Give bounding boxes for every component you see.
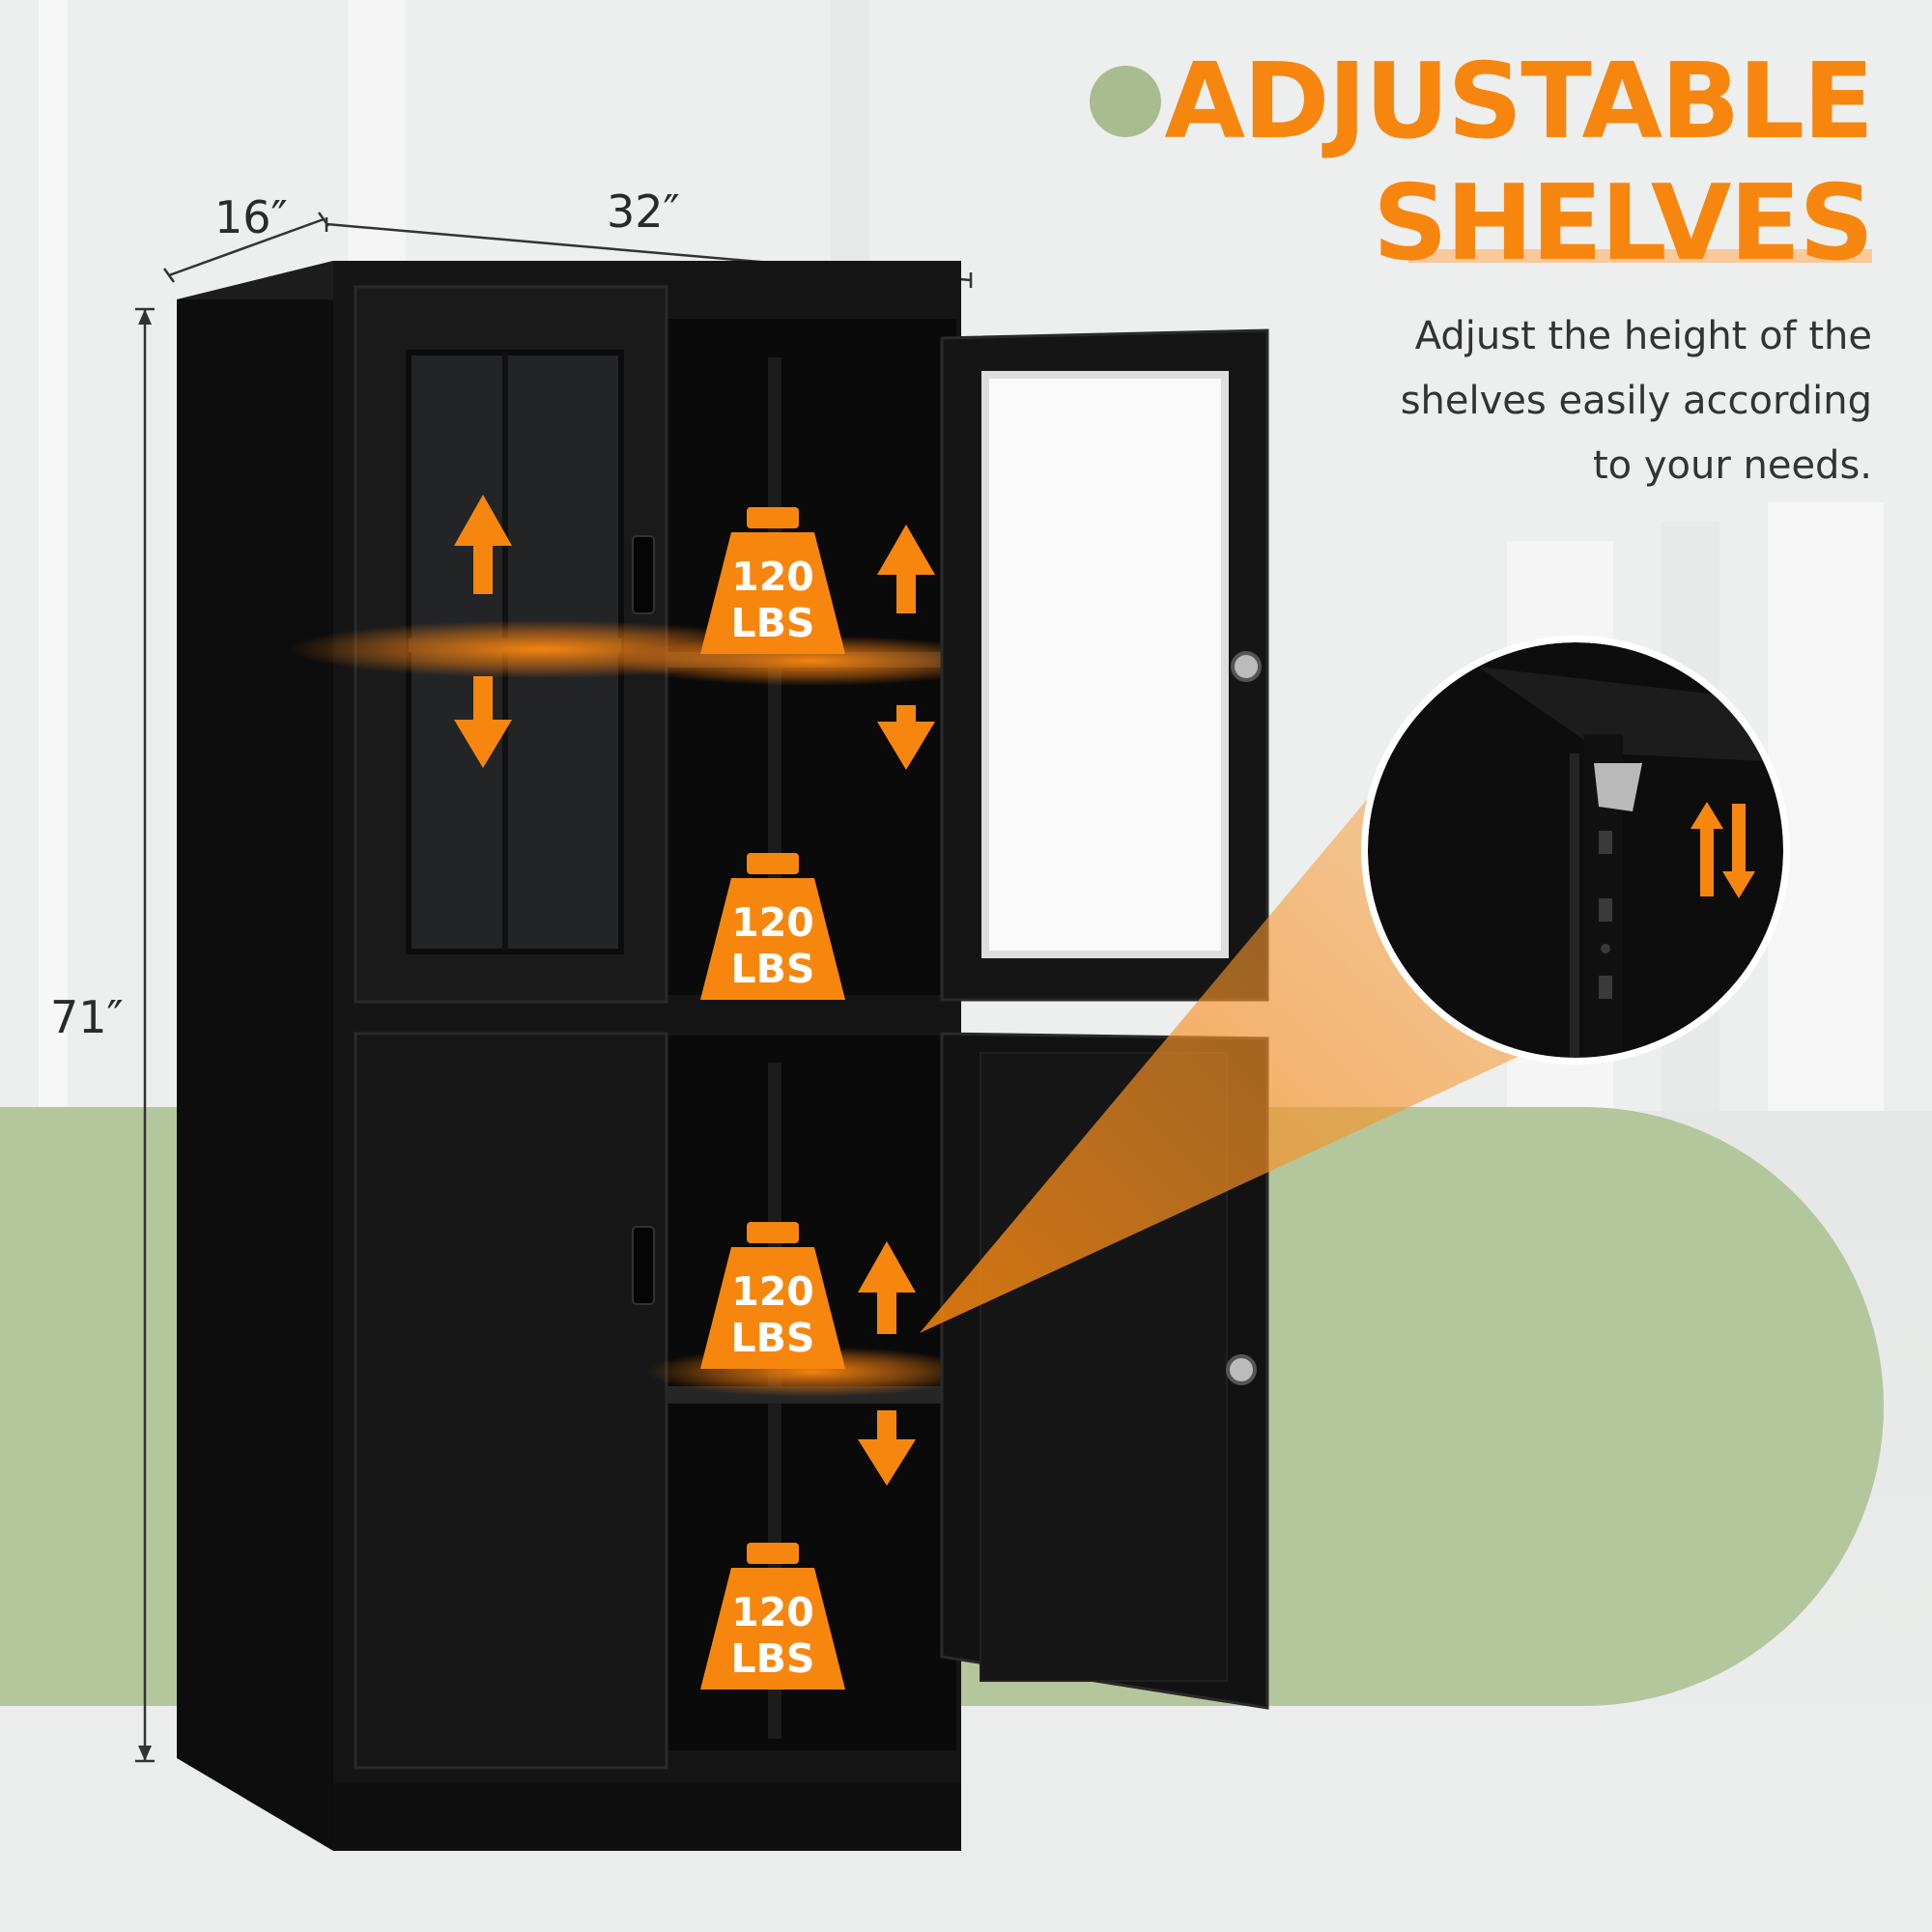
adjust-arrows (454, 495, 935, 1486)
dimension-depth: 16″ (214, 191, 288, 243)
headline-line-1: ADJUSTABLE (1164, 42, 1874, 162)
weight-icon (700, 1222, 845, 1369)
headline-underline (1408, 249, 1872, 263)
dimension-width: 32″ (607, 185, 680, 238)
description-line-2: shelves easily according (1400, 379, 1872, 423)
weight-icon (700, 853, 845, 1000)
zoom-detail (1368, 642, 1783, 1058)
cabinet-side (177, 261, 333, 1851)
description-line-3: to your needs. (1592, 443, 1872, 488)
weight-icon (700, 1543, 845, 1690)
weight-icon (700, 507, 845, 654)
weight-badge-2: 120 LBS (700, 853, 845, 1000)
description-line-1: Adjust the height of the (1414, 314, 1872, 358)
weight-badge-3: 120 LBS (700, 1222, 845, 1369)
title-bullet-dot (1090, 66, 1161, 137)
weight-badge-1: 120 LBS (700, 507, 845, 654)
headline-line-2: SHELVES (1372, 163, 1874, 284)
dimension-height: 71″ (50, 991, 124, 1043)
weight-badge-4: 120 LBS (700, 1543, 845, 1690)
